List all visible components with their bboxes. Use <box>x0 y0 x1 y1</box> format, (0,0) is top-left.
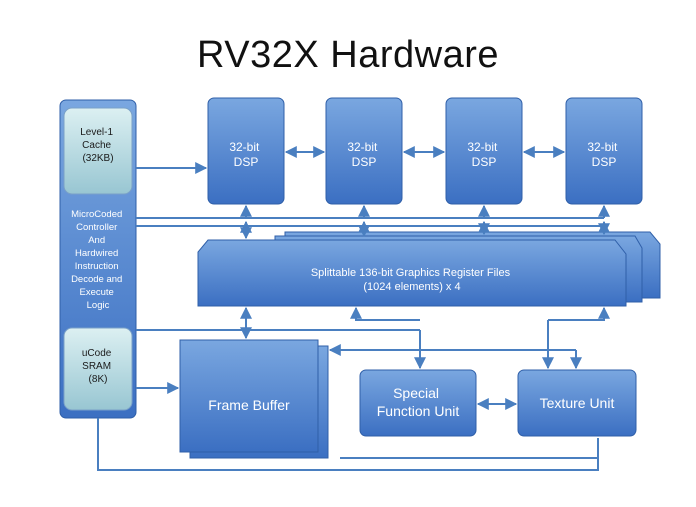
controller-label-6: Decode and <box>71 274 122 285</box>
dsp-2-label-1: 32-bit <box>347 140 378 154</box>
dsp-1-label-2: DSP <box>234 155 259 169</box>
sram-label-2: SRAM <box>82 361 111 372</box>
svg-text:Special Function Unit: Special Function Unit <box>377 385 460 419</box>
dsp-block-2 <box>325 97 403 205</box>
ucode-sram-block <box>63 327 133 411</box>
svg-text:32-bit DSP: 32-bit DSP <box>587 140 620 169</box>
connection-wires <box>97 146 610 471</box>
dsp-2-label-2: DSP <box>352 155 377 169</box>
dsp-3-label-2: DSP <box>472 155 497 169</box>
dsp-block-1 <box>207 97 285 205</box>
texture-unit-block <box>517 369 637 437</box>
register-file-label-1: Splittable 136-bit Graphics Register Fil… <box>311 267 511 279</box>
controller-label-4: Hardwired <box>75 248 118 259</box>
sram-label-1: uCode <box>82 348 112 359</box>
cache-label-2: Cache <box>82 140 111 151</box>
dsp-4-label-1: 32-bit <box>587 140 618 154</box>
svg-text:uCode SRAM (8K): uCode SRAM (8K) <box>82 348 114 385</box>
sram-label-3: (8K) <box>89 374 108 385</box>
controller-label-5: Instruction <box>75 261 119 272</box>
controller-label-7: Execute <box>80 287 114 298</box>
controller-label-1: MicroCoded <box>71 209 122 220</box>
dsp-3-label-1: 32-bit <box>467 140 498 154</box>
sfu-label-1: Special <box>393 385 439 401</box>
controller-label-2: Controller <box>76 222 117 233</box>
svg-text:32-bit DSP: 32-bit DSP <box>347 140 380 169</box>
special-function-unit-block <box>359 369 477 437</box>
svg-text:Level-1 Cache (32K: Level-1 Cache (32KB) <box>80 127 116 164</box>
register-file-block <box>197 239 627 307</box>
controller-label-8: Logic <box>87 300 110 311</box>
dsp-block-4 <box>565 97 643 205</box>
dsp-block-3 <box>445 97 523 205</box>
svg-text:32-bit DSP: 32-bit DSP <box>229 140 262 169</box>
level1-cache-block <box>63 107 133 195</box>
svg-text:MicroCoded Controller: MicroCoded Controller And Hardwired Inst… <box>71 209 125 311</box>
svg-text:Splittable 136-bit Graphics Re: Splittable 136-bit Graphics Register Fil… <box>311 267 513 293</box>
register-file-label-2: (1024 elements) x 4 <box>363 281 460 293</box>
dsp-4-label-2: DSP <box>592 155 617 169</box>
dsp-1-label-1: 32-bit <box>229 140 260 154</box>
frame-buffer-label: Frame Buffer <box>208 397 290 413</box>
cache-label-3: (32KB) <box>82 153 113 164</box>
texture-unit-label: Texture Unit <box>540 395 615 411</box>
frame-buffer-block <box>179 339 319 453</box>
svg-text:32-bit DSP: 32-bit DSP <box>467 140 500 169</box>
diagram-title: RV32X Hardware <box>196 34 499 76</box>
cache-label-1: Level-1 <box>80 127 113 138</box>
controller-label-3: And <box>88 235 105 246</box>
sfu-label-2: Function Unit <box>377 403 460 419</box>
